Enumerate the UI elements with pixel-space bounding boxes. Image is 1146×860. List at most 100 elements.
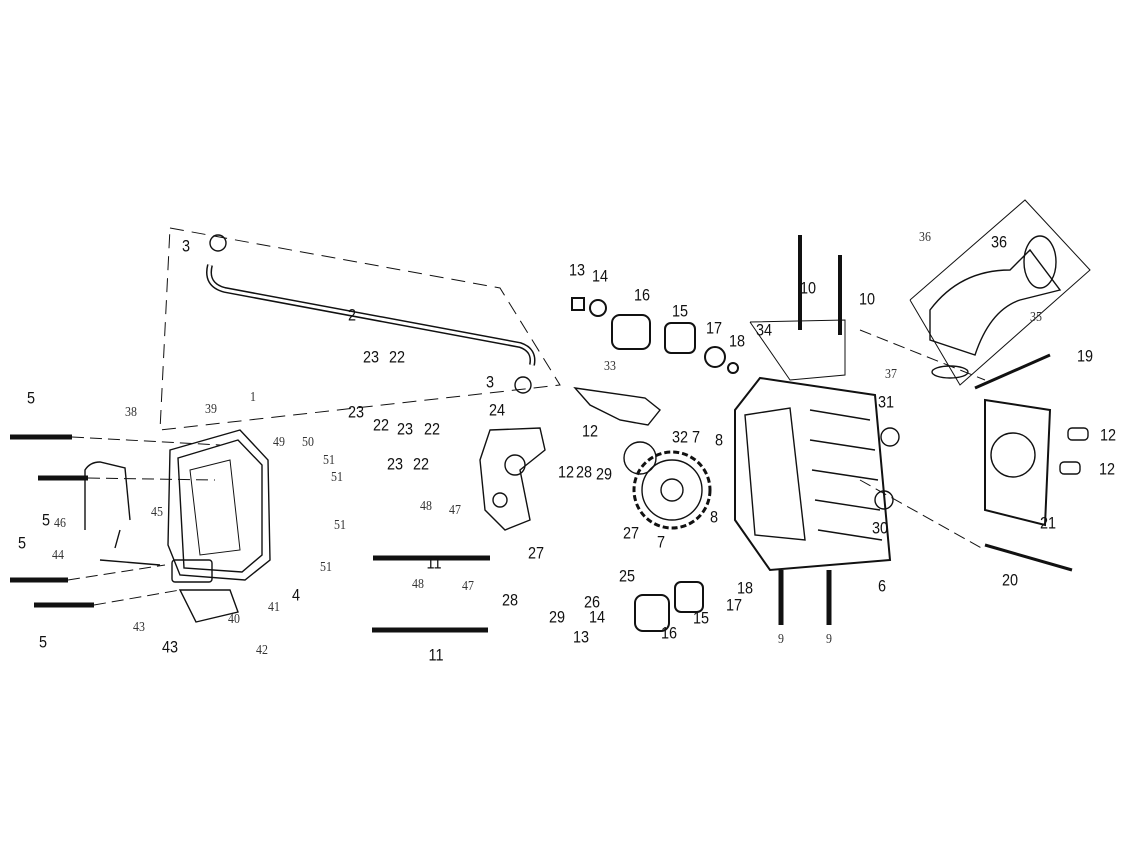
part-callout-43: 43 (161, 637, 179, 657)
part-callout-36: 36 (990, 232, 1008, 252)
cylinder-head (734, 319, 900, 572)
part-callout-45: 45 (151, 505, 163, 520)
part-callout-5: 5 (38, 632, 48, 652)
part-callout-14: 14 (591, 266, 609, 286)
part-callout-28: 28 (501, 590, 519, 610)
cover-bracket (84, 461, 161, 566)
part-callout-39: 39 (205, 402, 217, 417)
part-callout-22: 22 (388, 347, 406, 367)
head-gasket (984, 398, 1052, 527)
cam-sprocket (623, 441, 712, 530)
part-callout-3: 3 (485, 372, 495, 392)
part-callout-47: 47 (462, 579, 474, 594)
exhaust-valve (984, 543, 1073, 572)
part-callout-28: 28 (575, 462, 593, 482)
intake-valve (974, 353, 1051, 390)
part-callout-12: 12 (1099, 425, 1117, 445)
part-callout-42: 42 (256, 643, 268, 658)
part-callout-18: 18 (736, 578, 754, 598)
part-callout-10: 10 (858, 289, 876, 309)
part-callout-40: 40 (228, 612, 240, 627)
part-callout-41: 41 (268, 600, 280, 615)
part-callout-35: 35 (1030, 310, 1042, 325)
part-callout-23: 23 (386, 454, 404, 474)
part-callout-11: 11 (426, 553, 442, 573)
part-callout-14: 14 (588, 607, 606, 627)
part-callout-24: 24 (488, 400, 506, 420)
dowel (1067, 427, 1089, 441)
part-callout-21: 21 (1039, 513, 1057, 533)
part-callout-46: 46 (54, 516, 66, 531)
part-callout-8: 8 (709, 507, 719, 527)
breather-tube (159, 227, 561, 431)
part-callout-44: 44 (52, 548, 64, 563)
part-callout-2: 2 (347, 305, 357, 325)
part-callout-9: 9 (778, 632, 784, 647)
valve-cover (167, 429, 271, 623)
part-callout-11: 11 (428, 645, 444, 665)
part-callout-22: 22 (412, 454, 430, 474)
part-callout-13: 13 (568, 260, 586, 280)
part-callout-4: 4 (291, 585, 301, 605)
dowel (1059, 461, 1081, 475)
part-callout-16: 16 (660, 623, 678, 643)
part-callout-18: 18 (728, 331, 746, 351)
part-callout-43: 43 (133, 620, 145, 635)
part-callout-5: 5 (41, 510, 51, 530)
rocker-holder (479, 427, 546, 531)
part-callout-22: 22 (372, 415, 390, 435)
part-callout-23: 23 (396, 419, 414, 439)
part-callout-27: 27 (527, 543, 545, 563)
part-callout-8: 8 (714, 430, 724, 450)
part-callout-5: 5 (17, 533, 27, 553)
part-callout-47: 47 (449, 503, 461, 518)
part-callout-22: 22 (423, 419, 441, 439)
part-callout-23: 23 (347, 402, 365, 422)
part-callout-7: 7 (656, 532, 666, 552)
part-callout-17: 17 (705, 318, 723, 338)
part-callout-3: 3 (181, 236, 191, 256)
spark-plug (573, 387, 661, 426)
part-callout-36: 36 (919, 230, 931, 245)
part-callout-30: 30 (871, 518, 889, 538)
part-callout-15: 15 (671, 301, 689, 321)
part-callout-23: 23 (362, 347, 380, 367)
part-callout-32: 32 (671, 427, 689, 447)
valve-springs (571, 297, 739, 632)
part-callout-17: 17 (725, 595, 743, 615)
part-callout-9: 9 (826, 632, 832, 647)
part-callout-50: 50 (302, 435, 314, 450)
part-callout-1: 1 (250, 390, 256, 405)
part-callout-48: 48 (420, 499, 432, 514)
part-callout-6: 6 (877, 576, 887, 596)
part-callout-12: 12 (1098, 459, 1116, 479)
part-callout-13: 13 (572, 627, 590, 647)
part-callout-15: 15 (692, 608, 710, 628)
part-callout-27: 27 (622, 523, 640, 543)
bolts (10, 235, 842, 633)
part-callout-29: 29 (595, 464, 613, 484)
part-callout-51: 51 (320, 560, 332, 575)
part-callout-49: 49 (273, 435, 285, 450)
part-callout-25: 25 (618, 566, 636, 586)
part-callout-34: 34 (755, 320, 773, 340)
gasket-bore (990, 432, 1036, 478)
part-callout-51: 51 (334, 518, 346, 533)
part-callout-48: 48 (412, 577, 424, 592)
part-callout-38: 38 (125, 405, 137, 420)
part-callout-51: 51 (331, 470, 343, 485)
part-callout-37: 37 (885, 367, 897, 382)
part-callout-12: 12 (557, 462, 575, 482)
part-callout-33: 33 (604, 359, 616, 374)
intake-manifold (909, 199, 1091, 386)
part-callout-31: 31 (877, 392, 895, 412)
part-callout-16: 16 (633, 285, 651, 305)
part-callout-5: 5 (26, 388, 36, 408)
part-callout-29: 29 (548, 607, 566, 627)
part-callout-26: 26 (583, 592, 601, 612)
part-callout-7: 7 (691, 427, 701, 447)
part-callout-19: 19 (1076, 346, 1094, 366)
part-callout-20: 20 (1001, 570, 1019, 590)
